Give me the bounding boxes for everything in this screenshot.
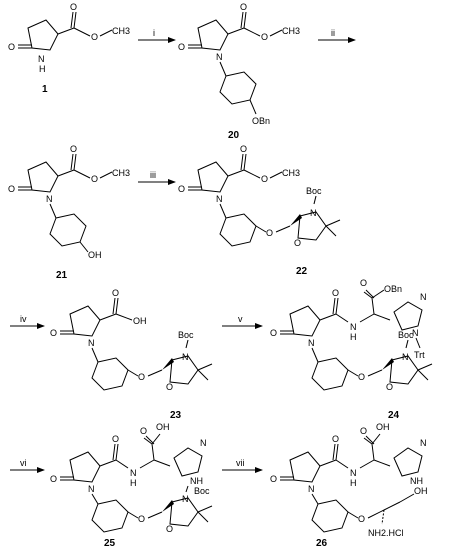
atom-label: O xyxy=(261,174,268,184)
compound-20: O N O O CH3 OBn 20 xyxy=(178,2,300,141)
atom-OBn-ester: OBn xyxy=(384,284,402,294)
atom-label: O xyxy=(261,32,268,42)
atom-OH: OH xyxy=(88,250,102,260)
compound-number: 22 xyxy=(296,266,308,277)
atom-label: O xyxy=(360,426,367,436)
atom-label: Boc xyxy=(398,330,414,340)
atom-label: Boc xyxy=(194,486,210,496)
atom-label: CH3 xyxy=(282,26,300,36)
atom-label: N xyxy=(46,194,53,204)
atom-label: O xyxy=(138,514,145,524)
atom-label: H xyxy=(350,332,357,342)
atom-label: N xyxy=(308,338,315,348)
compound-25: O N O N H O OH N NH O N O Boc 25 xyxy=(50,422,213,549)
atom-label: H xyxy=(350,478,357,488)
atom-label: O xyxy=(50,328,57,338)
atom-label: O xyxy=(70,144,77,154)
atom-label: OH xyxy=(376,422,390,432)
step-label: ii xyxy=(331,28,335,38)
atom-label: O xyxy=(332,288,339,298)
atom-label: CH3 xyxy=(112,26,130,36)
atom-label: O xyxy=(178,42,185,52)
atom-label: N xyxy=(350,468,357,478)
atom-label: O xyxy=(166,382,173,392)
atom-label: O xyxy=(240,2,247,12)
atom-label: O xyxy=(112,434,119,444)
atom-label: N xyxy=(350,322,357,332)
atom-label: OH xyxy=(133,316,147,326)
atom-Boc: Boc xyxy=(306,186,322,196)
atom-label: N xyxy=(402,352,409,362)
atom-label: O xyxy=(386,382,393,392)
atom-label: H xyxy=(130,478,137,488)
atom-label: O xyxy=(294,238,301,248)
step-label: iii xyxy=(150,170,156,180)
compound-number: 1 xyxy=(42,84,48,95)
step-label: v xyxy=(238,314,243,324)
atom-label: O xyxy=(138,372,145,382)
atom-label: O xyxy=(332,434,339,444)
atom-label: N xyxy=(412,328,419,338)
atom-label: N xyxy=(200,438,207,448)
atom-label: O xyxy=(140,426,147,436)
atom-label: O xyxy=(240,144,247,154)
atom-H: H xyxy=(39,64,46,74)
atom-NH: N xyxy=(38,54,45,64)
step-label: iv xyxy=(20,314,27,324)
atom-label: O xyxy=(166,524,173,534)
atom-label: OH xyxy=(414,486,428,496)
compound-1: O N H O O CH3 1 xyxy=(8,2,130,95)
atom-label: N xyxy=(182,352,189,362)
atom-label: N xyxy=(308,484,315,494)
atom-label: OH xyxy=(156,422,170,432)
atom-label: O xyxy=(50,474,57,484)
step-label: vii xyxy=(236,458,245,468)
compound-22: O N O O CH3 O N O Boc 22 xyxy=(178,144,341,277)
atom-label: O xyxy=(112,288,119,298)
atom-NH2HCl: NH2.HCl xyxy=(368,528,404,538)
compound-23: O N O OH O N O Boc 23 xyxy=(50,288,213,421)
atom-Trt: Trt xyxy=(414,350,425,360)
atom-label: O xyxy=(360,278,367,288)
atom-label: N xyxy=(130,468,137,478)
compound-24: O N O N H O OBn N N Trt O N O Boc 24 xyxy=(270,278,433,421)
compound-number: 21 xyxy=(56,270,68,281)
compound-number: 25 xyxy=(104,538,116,549)
atom-label: N xyxy=(182,494,189,504)
atom-O: O xyxy=(8,42,15,52)
compound-26: O N O N H O OH N NH O OH NH2.HCl 26 xyxy=(270,422,428,549)
step-label: i xyxy=(153,28,155,38)
atom-OBn: OBn xyxy=(252,116,270,126)
atom-label: O xyxy=(270,328,277,338)
atom-label: CH3 xyxy=(112,168,130,178)
atom-label: N xyxy=(88,338,95,348)
compound-number: 24 xyxy=(388,410,400,421)
atom-label: CH3 xyxy=(282,168,300,178)
atom-label: O xyxy=(8,184,15,194)
atom-label: Boc xyxy=(178,330,194,340)
compound-21: O N O O CH3 OH 21 xyxy=(8,144,130,281)
atom-label: N xyxy=(88,484,95,494)
compound-number: 23 xyxy=(170,410,182,421)
compound-number: 20 xyxy=(228,130,240,141)
atom-label: N xyxy=(420,292,427,302)
atom-label: N xyxy=(420,438,427,448)
atom-label: O xyxy=(178,184,185,194)
atom-label: N xyxy=(310,208,317,218)
atom-label: O xyxy=(91,32,98,42)
atom-label: O xyxy=(270,474,277,484)
atom-label: O xyxy=(358,514,365,524)
atom-label: N xyxy=(216,52,223,62)
atom-label: N xyxy=(216,194,223,204)
atom-label: O xyxy=(70,2,77,12)
atom-label: O xyxy=(91,174,98,184)
atom-label: O xyxy=(358,372,365,382)
step-label: vi xyxy=(20,458,27,468)
compound-number: 26 xyxy=(316,538,328,549)
atom-label: NH xyxy=(410,476,423,486)
atom-label: O xyxy=(266,228,273,238)
atom-NH: NH xyxy=(190,476,203,486)
